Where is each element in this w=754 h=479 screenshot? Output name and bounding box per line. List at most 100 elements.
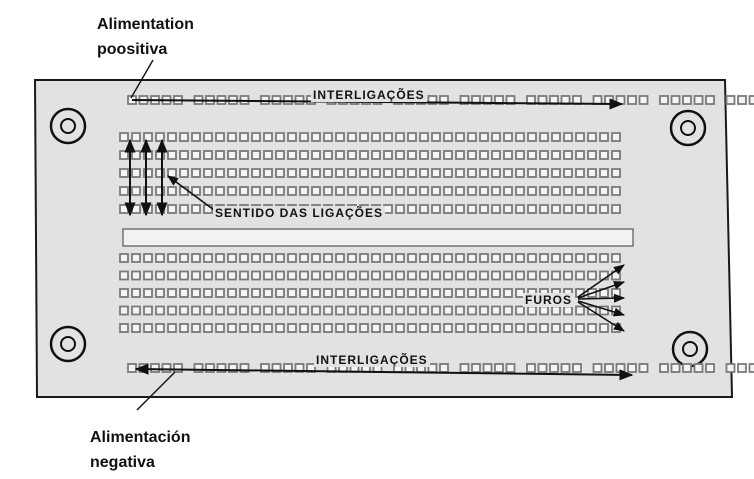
terminal-hole bbox=[443, 323, 453, 333]
terminal-hole bbox=[347, 132, 357, 142]
terminal-hole bbox=[335, 323, 345, 333]
terminal-hole bbox=[371, 253, 381, 263]
rail-hole bbox=[638, 363, 649, 373]
terminal-hole bbox=[251, 253, 261, 263]
terminal-hole bbox=[419, 132, 429, 142]
terminal-hole bbox=[191, 270, 201, 281]
terminal-hole bbox=[335, 168, 345, 178]
terminal-hole bbox=[191, 288, 201, 298]
terminal-hole bbox=[275, 132, 285, 142]
terminal-hole bbox=[203, 132, 213, 142]
terminal-hole bbox=[371, 270, 381, 281]
terminal-hole bbox=[587, 168, 597, 178]
terminal-hole bbox=[479, 204, 489, 214]
terminal-hole bbox=[131, 150, 141, 160]
terminal-hole bbox=[263, 150, 273, 160]
terminal-hole bbox=[431, 204, 441, 214]
terminal-hole bbox=[503, 270, 513, 281]
terminal-hole bbox=[191, 150, 201, 160]
terminal-hole bbox=[215, 323, 225, 333]
terminal-hole bbox=[395, 150, 405, 160]
terminal-hole bbox=[287, 132, 297, 142]
terminal-hole bbox=[515, 132, 525, 142]
terminal-hole bbox=[563, 132, 573, 142]
terminal-hole bbox=[275, 305, 285, 316]
rail-hole bbox=[725, 363, 736, 373]
terminal-hole bbox=[479, 132, 489, 142]
terminal-hole bbox=[431, 168, 441, 178]
terminal-hole bbox=[587, 204, 597, 214]
terminal-hole bbox=[191, 305, 201, 316]
terminal-hole bbox=[311, 132, 321, 142]
terminal-hole bbox=[347, 270, 357, 281]
terminal-hole bbox=[431, 323, 441, 333]
terminal-hole bbox=[275, 150, 285, 160]
terminal-hole bbox=[443, 150, 453, 160]
terminal-hole bbox=[527, 186, 537, 196]
terminal-hole bbox=[299, 305, 309, 316]
terminal-hole bbox=[575, 132, 585, 142]
terminal-hole bbox=[563, 168, 573, 178]
terminal-hole bbox=[503, 168, 513, 178]
rail-hole bbox=[193, 363, 204, 373]
terminal-hole bbox=[191, 168, 201, 178]
terminal-hole bbox=[287, 305, 297, 316]
terminal-hole bbox=[371, 168, 381, 178]
terminal-hole bbox=[299, 168, 309, 178]
terminal-hole bbox=[383, 186, 393, 196]
terminal-hole bbox=[407, 270, 417, 281]
terminal-hole bbox=[383, 150, 393, 160]
terminal-hole bbox=[539, 305, 549, 316]
terminal-hole bbox=[155, 323, 165, 333]
terminal-hole bbox=[347, 305, 357, 316]
terminal-hole bbox=[143, 305, 153, 316]
terminal-hole bbox=[491, 204, 501, 214]
terminal-hole bbox=[527, 323, 537, 333]
terminal-hole bbox=[539, 168, 549, 178]
terminal-hole bbox=[563, 150, 573, 160]
terminal-hole bbox=[611, 168, 621, 178]
terminal-hole bbox=[323, 323, 333, 333]
terminal-hole bbox=[419, 270, 429, 281]
terminal-hole bbox=[263, 270, 273, 281]
terminal-hole bbox=[347, 253, 357, 263]
terminal-hole bbox=[395, 305, 405, 316]
terminal-hole bbox=[371, 150, 381, 160]
terminal-hole bbox=[203, 270, 213, 281]
terminal-hole bbox=[467, 323, 477, 333]
terminal-hole bbox=[359, 132, 369, 142]
rail-hole bbox=[127, 363, 137, 373]
terminal-hole bbox=[227, 305, 237, 316]
terminal-hole bbox=[455, 204, 465, 214]
terminal-hole bbox=[179, 253, 189, 263]
terminal-hole bbox=[419, 288, 429, 298]
terminal-hole bbox=[179, 204, 189, 214]
terminal-hole bbox=[119, 204, 129, 214]
terminal-hole bbox=[335, 186, 345, 196]
terminal-hole bbox=[587, 253, 597, 263]
terminal-hole bbox=[167, 186, 177, 196]
terminal-hole bbox=[551, 168, 561, 178]
terminal-hole bbox=[239, 253, 249, 263]
terminal-hole bbox=[215, 186, 225, 196]
rail-hole bbox=[471, 363, 481, 373]
rail-hole bbox=[549, 363, 559, 373]
terminal-hole bbox=[503, 204, 513, 214]
terminal-hole bbox=[323, 186, 333, 196]
terminal-hole bbox=[395, 132, 405, 142]
terminal-hole bbox=[503, 150, 513, 160]
terminal-hole bbox=[479, 270, 489, 281]
terminal-hole bbox=[155, 253, 165, 263]
terminal-hole bbox=[455, 323, 465, 333]
terminal-hole bbox=[227, 132, 237, 142]
terminal-hole bbox=[611, 132, 621, 142]
terminal-hole bbox=[395, 323, 405, 333]
lower-terminal-strip-holes bbox=[119, 253, 621, 333]
terminal-hole bbox=[215, 132, 225, 142]
terminal-hole bbox=[167, 150, 177, 160]
rail-hole bbox=[748, 95, 754, 105]
terminal-hole bbox=[347, 186, 357, 196]
rail-hole bbox=[737, 95, 747, 105]
rail-hole bbox=[670, 363, 681, 373]
negative-supply-caption-line-2: negativa bbox=[90, 454, 155, 471]
